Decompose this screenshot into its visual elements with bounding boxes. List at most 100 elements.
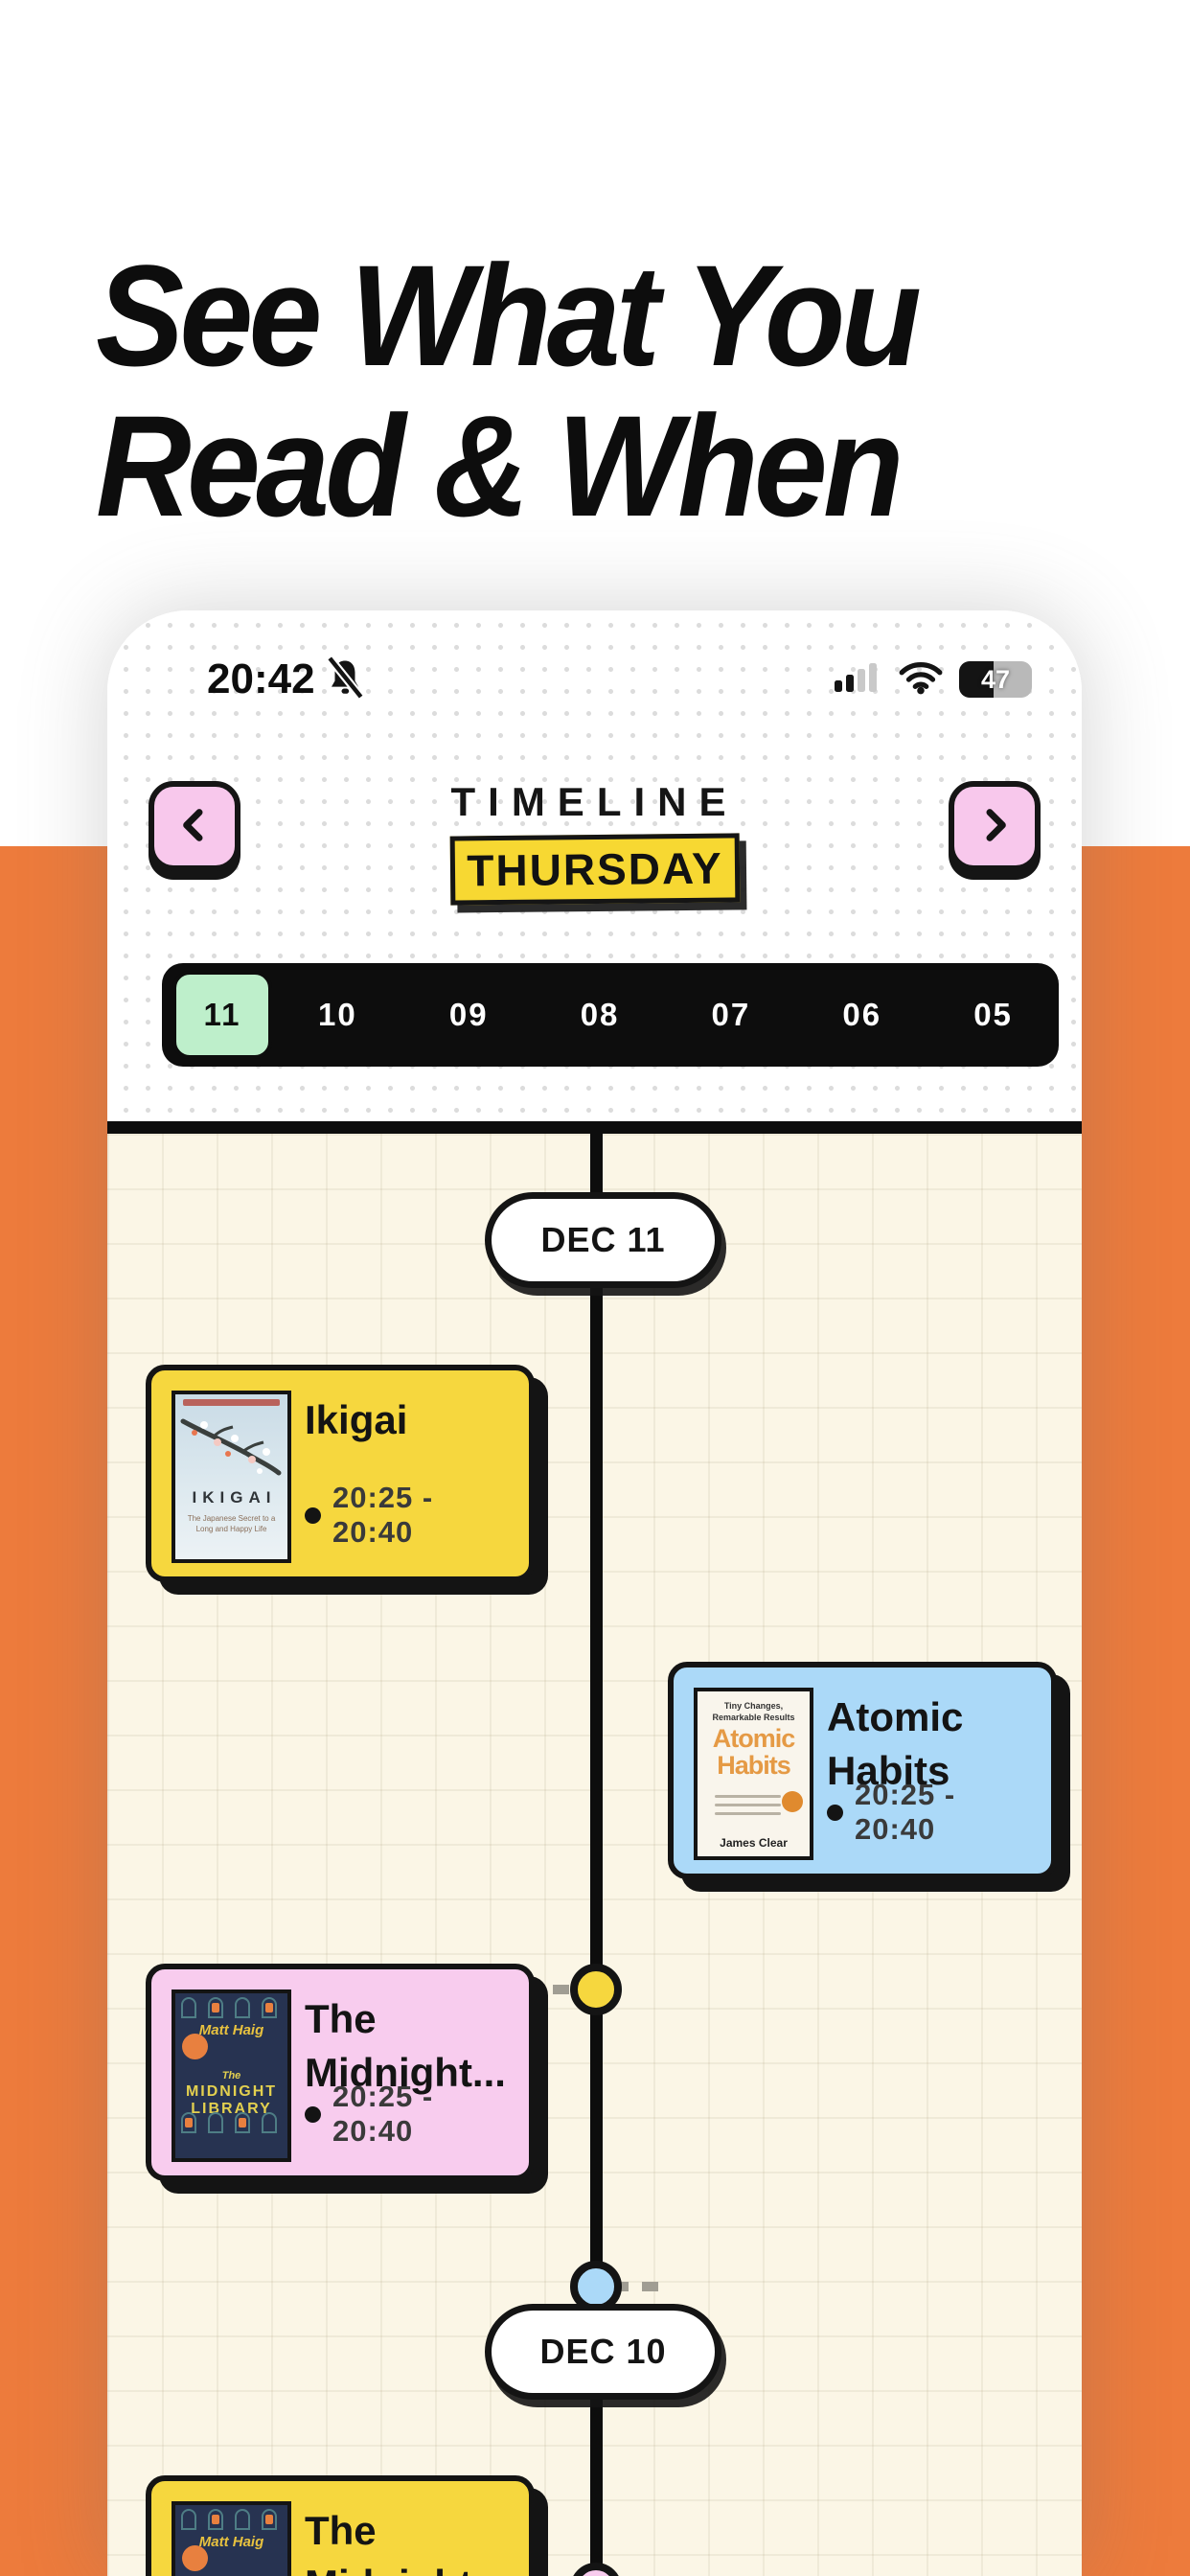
book-card-midnight-library[interactable]: Matt Haig The MIDNIGHT LIBRARY The Midni… (146, 1964, 535, 2181)
reading-session-time: 20:25 - 20:40 (827, 1778, 1038, 1847)
date-strip: 11 10 09 08 07 06 05 (162, 963, 1059, 1067)
battery-icon: 47 (959, 661, 1032, 698)
dot-icon (305, 2105, 321, 2123)
cover-tagline-line2: Remarkable Results (712, 1713, 795, 1722)
battery-percent: 47 (980, 664, 1011, 694)
page-title: See What You Read & When (96, 234, 922, 546)
cover-title-word1: The (221, 2070, 241, 2082)
book-cover-ikigai: IKIGAI The Japanese Secret to a Long and… (172, 1391, 291, 1563)
date-cell-06[interactable]: 06 (842, 997, 882, 1032)
date-cell-11[interactable]: 11 (172, 971, 272, 1059)
time-range: 20:25 - 20:40 (332, 2080, 434, 2148)
card-body: The Midnight... (305, 2481, 515, 2576)
cover-figure (185, 2118, 193, 2128)
book-card-atomic-habits[interactable]: Tiny Changes, Remarkable Results Atomic … (668, 1662, 1057, 1879)
cover-tagline: Tiny Changes, Remarkable Results (698, 1700, 810, 1723)
cover-text-lines (715, 1795, 781, 1821)
chevron-right-icon (975, 806, 1014, 847)
date-pill-dec11: DEC 11 (485, 1192, 721, 1288)
cover-circle (182, 2034, 208, 2059)
cover-figure (265, 2003, 273, 2012)
battery-fill (959, 661, 994, 698)
cover-author: James Clear (720, 1836, 788, 1850)
timeline-canvas: DEC 11 IKIGAI The Japanes (107, 1134, 1082, 2576)
timeline-node-ikigai (570, 1964, 622, 2015)
cover-figure (265, 2515, 273, 2524)
date-cell-05[interactable]: 05 (973, 997, 1013, 1032)
cover-title: The MIDNIGHT LIBRARY (175, 2066, 287, 2118)
connector-dashed (612, 2282, 668, 2291)
connector-dashed (523, 1985, 583, 1994)
book-cover-atomic-habits: Tiny Changes, Remarkable Results Atomic … (694, 1688, 813, 1860)
cover-arch (262, 2509, 277, 2530)
prev-day-button[interactable] (149, 781, 240, 871)
screen-title: TIMELINE (450, 779, 739, 824)
card-body: The Midnight... 20:25 - 20:40 (305, 1969, 515, 2175)
time-range: 20:25 - 20:40 (855, 1778, 956, 1846)
timeline-axis (590, 1134, 603, 2576)
book-title: The Midnight... (305, 2508, 506, 2576)
dot-icon (827, 1804, 843, 1821)
cover-arch (235, 2509, 250, 2530)
book-cover-midnight-library: Matt Haig The MIDNIGHT LIBRARY (172, 1990, 291, 2162)
cover-author: Matt Haig (198, 2022, 264, 2038)
notifications-muted-icon (325, 655, 365, 704)
book-title: Ikigai (305, 1397, 408, 1442)
cover-subtitle: The Japanese Secret to a Long and Happy … (187, 1514, 276, 1533)
cover-author: Matt Haig (198, 2534, 264, 2550)
cover-arch (181, 2509, 196, 2530)
book-cover-midnight-library: Matt Haig The MIDNIGHT LIBRARY (172, 2501, 291, 2576)
timeline-node-midnight-library (570, 2563, 622, 2576)
card-body: Ikigai 20:25 - 20:40 (305, 1370, 515, 1576)
cover-arch (262, 2112, 277, 2133)
cover-arch (181, 2112, 196, 2133)
cover-arch (208, 1997, 223, 2018)
phone-mockup: 20:42 (107, 610, 1082, 2576)
cellular-signal-icon (835, 661, 882, 699)
cover-title-word2: MIDNIGHT (185, 2083, 278, 2100)
date-cell-07[interactable]: 07 (711, 997, 751, 1032)
status-time: 20:42 (207, 656, 315, 702)
cover-banner (183, 1399, 280, 1406)
cover-arch (181, 1997, 196, 2018)
status-right: 47 (835, 660, 1032, 700)
status-left: 20:42 (207, 655, 365, 704)
page-title-line2: Read & When (96, 384, 904, 546)
time-range: 20:25 - 20:40 (332, 1481, 434, 1549)
book-card-ikigai[interactable]: IKIGAI The Japanese Secret to a Long and… (146, 1365, 535, 1582)
header-divider (107, 1121, 1082, 1134)
cover-title-line2: Habits (717, 1751, 791, 1780)
dot-icon (305, 1506, 321, 1524)
status-bar: 20:42 (207, 653, 1032, 706)
cover-arch (208, 2112, 223, 2133)
next-day-button[interactable] (949, 781, 1041, 871)
cover-circle (182, 2545, 208, 2571)
cover-figure (212, 2515, 219, 2524)
card-body: Atomic Habits 20:25 - 20:40 (827, 1668, 1038, 1874)
day-badge: THURSDAY (449, 833, 740, 906)
cover-figure (212, 2003, 219, 2012)
cover-tagline-line1: Tiny Changes, (723, 1701, 784, 1711)
cover-arch (208, 2509, 223, 2530)
cover-title: Atomic Habits (698, 1725, 810, 1779)
reading-session-time: 20:25 - 20:40 (305, 2080, 515, 2149)
cover-figure (239, 2118, 246, 2128)
cover-badge (782, 1791, 803, 1812)
book-card-midnight-library-dec10[interactable]: Matt Haig The MIDNIGHT LIBRARY The Midni… (146, 2475, 535, 2576)
page-title-line1: See What You (96, 234, 922, 396)
wifi-icon (898, 660, 944, 700)
book-title: Atomic Habits (827, 1694, 964, 1793)
phone-header: 20:42 (107, 610, 1082, 1121)
date-pill-dec10: DEC 10 (485, 2304, 721, 2400)
chevron-left-icon (175, 806, 214, 847)
cover-arch (235, 2112, 250, 2133)
date-cell-09[interactable]: 09 (448, 997, 489, 1032)
cover-arch (262, 1997, 277, 2018)
date-cell-08[interactable]: 08 (580, 997, 620, 1032)
cover-title-line1: Atomic (712, 1724, 796, 1753)
cover-title: IKIGAI (192, 1488, 277, 1506)
date-cell-10[interactable]: 10 (318, 997, 357, 1032)
reading-session-time: 20:25 - 20:40 (305, 1481, 515, 1550)
book-title: The Midnight... (305, 1996, 506, 2095)
